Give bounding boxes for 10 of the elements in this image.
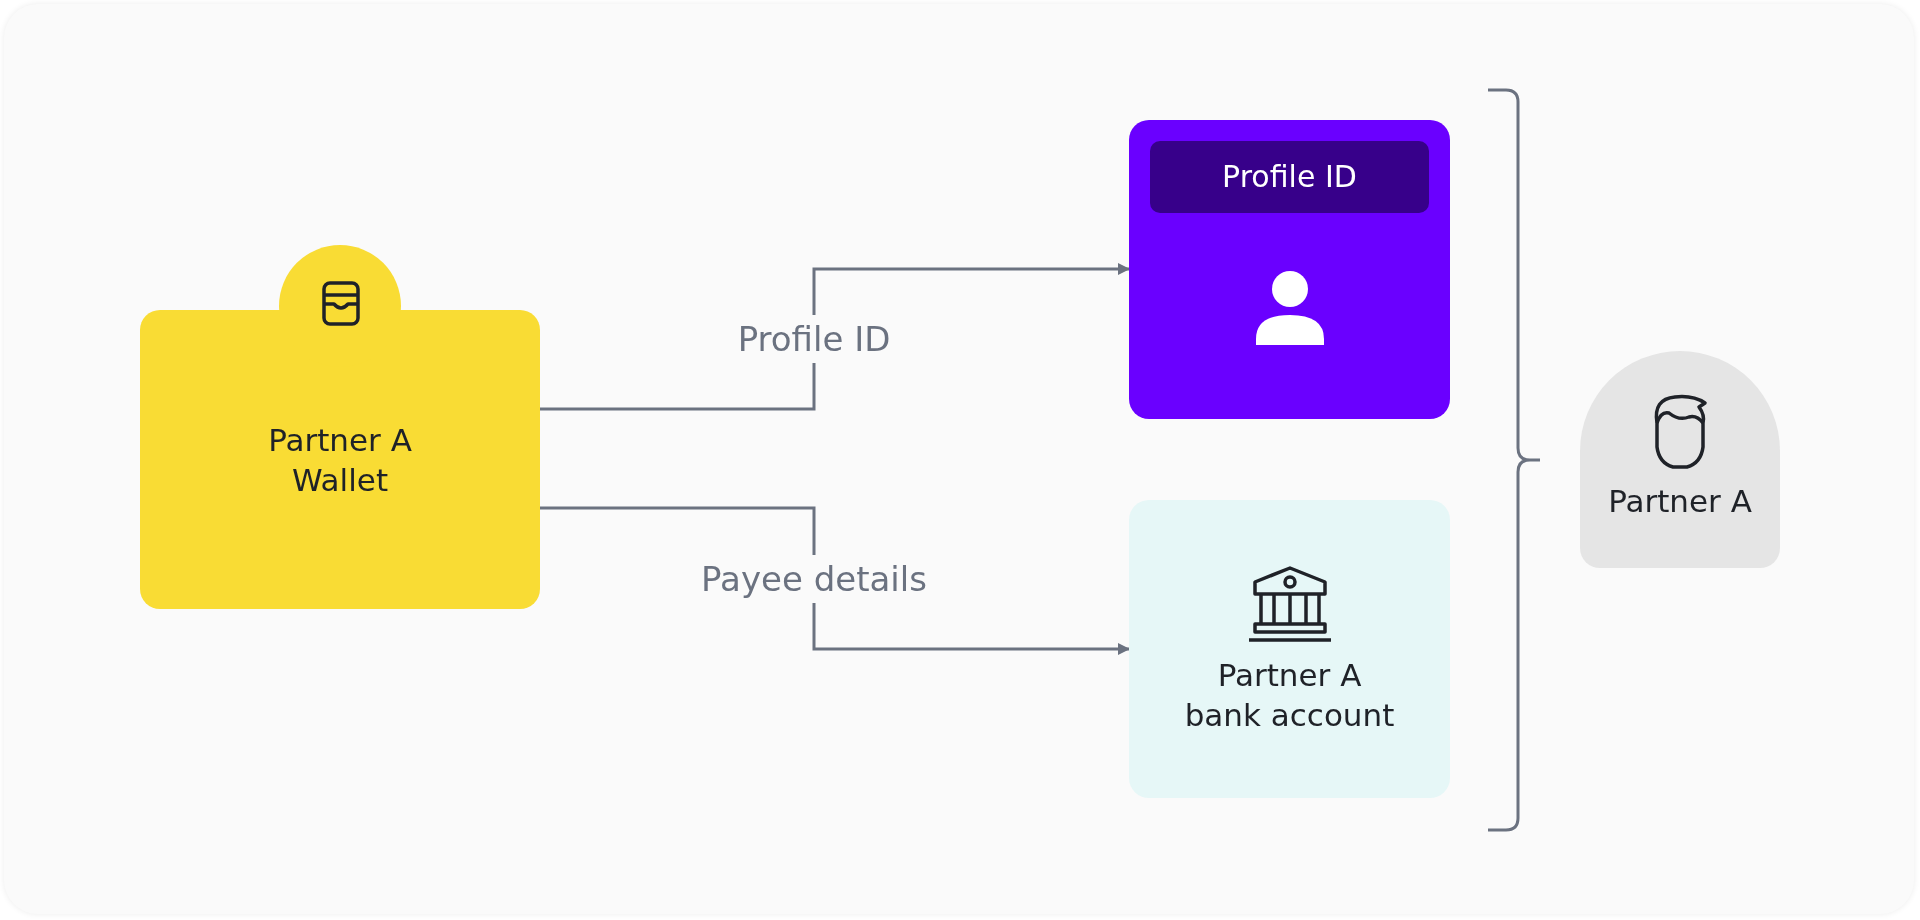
node-label: Partner A bank account: [1183, 656, 1396, 735]
node-label: Partner A: [1607, 482, 1753, 521]
profile-card: [1129, 120, 1450, 419]
card-heading: Profile ID: [1221, 158, 1358, 196]
arrow: [540, 506, 1130, 655]
arrow: [540, 263, 1130, 411]
bank-account-card: [1129, 500, 1450, 798]
person-card: [1580, 351, 1780, 568]
node-label: Partner A Wallet: [267, 421, 413, 500]
id-header-bar: [1150, 141, 1429, 213]
